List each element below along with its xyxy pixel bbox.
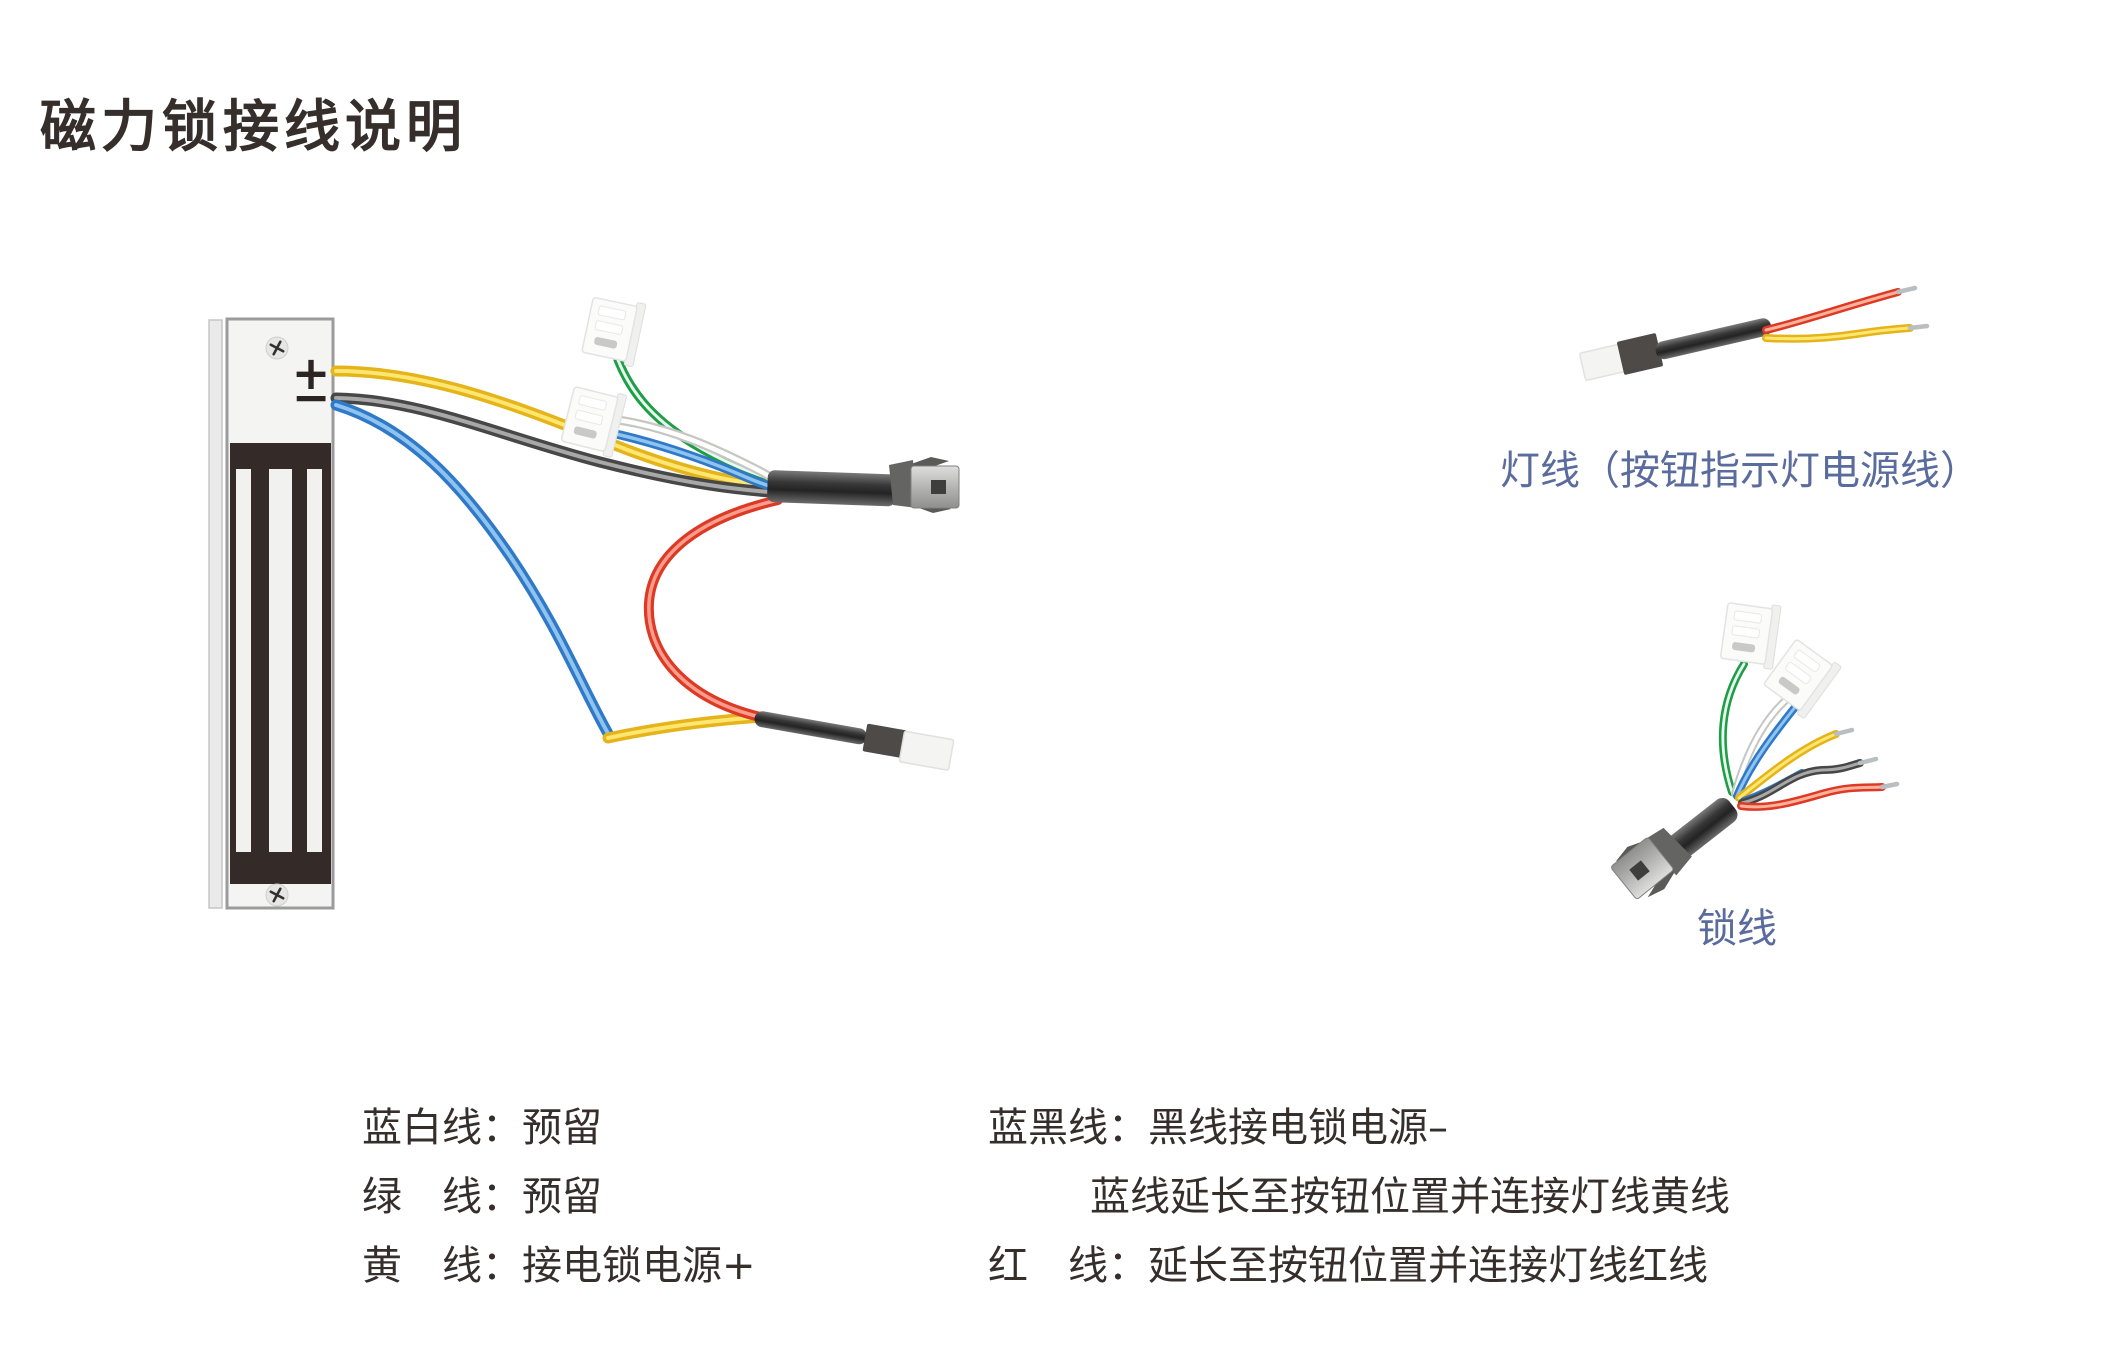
instructions-left: 蓝白线：预留 绿 线：预留 黄 线：接电锁电源+	[362, 1094, 756, 1301]
lock-wire-black	[1738, 756, 1879, 807]
lock-wire-yellow	[1735, 727, 1855, 802]
screw-top-icon	[265, 336, 289, 360]
lock-plus-terminal: +	[292, 346, 331, 400]
light-wire-yellow	[1762, 323, 1930, 343]
lock-wire-green	[1718, 660, 1748, 796]
light-wire-label: 灯线（按钮指示灯电源线）	[1500, 448, 1980, 494]
wire-tip	[1857, 756, 1879, 766]
wire-tip	[1879, 781, 1900, 790]
lock-minus-terminal: −	[292, 370, 331, 424]
instruction-green: 绿 线：预留	[362, 1174, 602, 1220]
light-wire-assembly	[1579, 285, 1930, 381]
instruction-blue-white: 蓝白线：预留	[362, 1105, 602, 1151]
main-cable-sheath	[767, 456, 960, 514]
lock-wire-white	[1731, 696, 1790, 798]
screw-bottom-icon	[265, 883, 289, 907]
magnetic-lock: + −	[208, 317, 335, 910]
armature-slot	[236, 469, 251, 852]
instruction-yellow: 黄 线：接电锁电源+	[362, 1243, 756, 1289]
wire-tip	[1907, 323, 1930, 331]
plug-connector-green	[580, 292, 647, 368]
yellow-splice-wire	[602, 711, 768, 744]
lock-wire-red	[1737, 781, 1900, 811]
page-title: 磁力锁接线说明	[40, 94, 467, 160]
armature-slot	[269, 469, 292, 852]
metal-connector	[888, 456, 960, 514]
instruction-blue-extend: 蓝线延长至按钮位置并连接灯线黄线	[1090, 1174, 1730, 1220]
instruction-red: 红 线：延长至按钮位置并连接灯线红线	[988, 1243, 1708, 1289]
instructions-right: 蓝黑线：黑线接电锁电源– 蓝线延长至按钮位置并连接灯线黄线 红 线：延长至按钮位…	[988, 1094, 1730, 1301]
yellow-wire	[330, 365, 788, 494]
blue-extension-wire	[330, 399, 616, 743]
lock-wire-label: 锁线	[1697, 906, 1777, 952]
lock-back-plate	[208, 319, 223, 909]
instruction-blue-black: 蓝黑线：黑线接电锁电源–	[988, 1105, 1448, 1151]
lock-wire-blue	[1733, 702, 1800, 800]
light-wire-red	[1762, 285, 1918, 334]
wire-tip	[1895, 285, 1918, 295]
wire-tip	[1833, 727, 1855, 737]
armature-slot	[307, 469, 322, 852]
black-wire	[330, 392, 788, 499]
lock-wire-assembly	[1606, 597, 1900, 908]
lower-cable	[754, 711, 955, 771]
red-wire	[643, 495, 783, 722]
lock-wire-plug-green	[1719, 597, 1782, 671]
